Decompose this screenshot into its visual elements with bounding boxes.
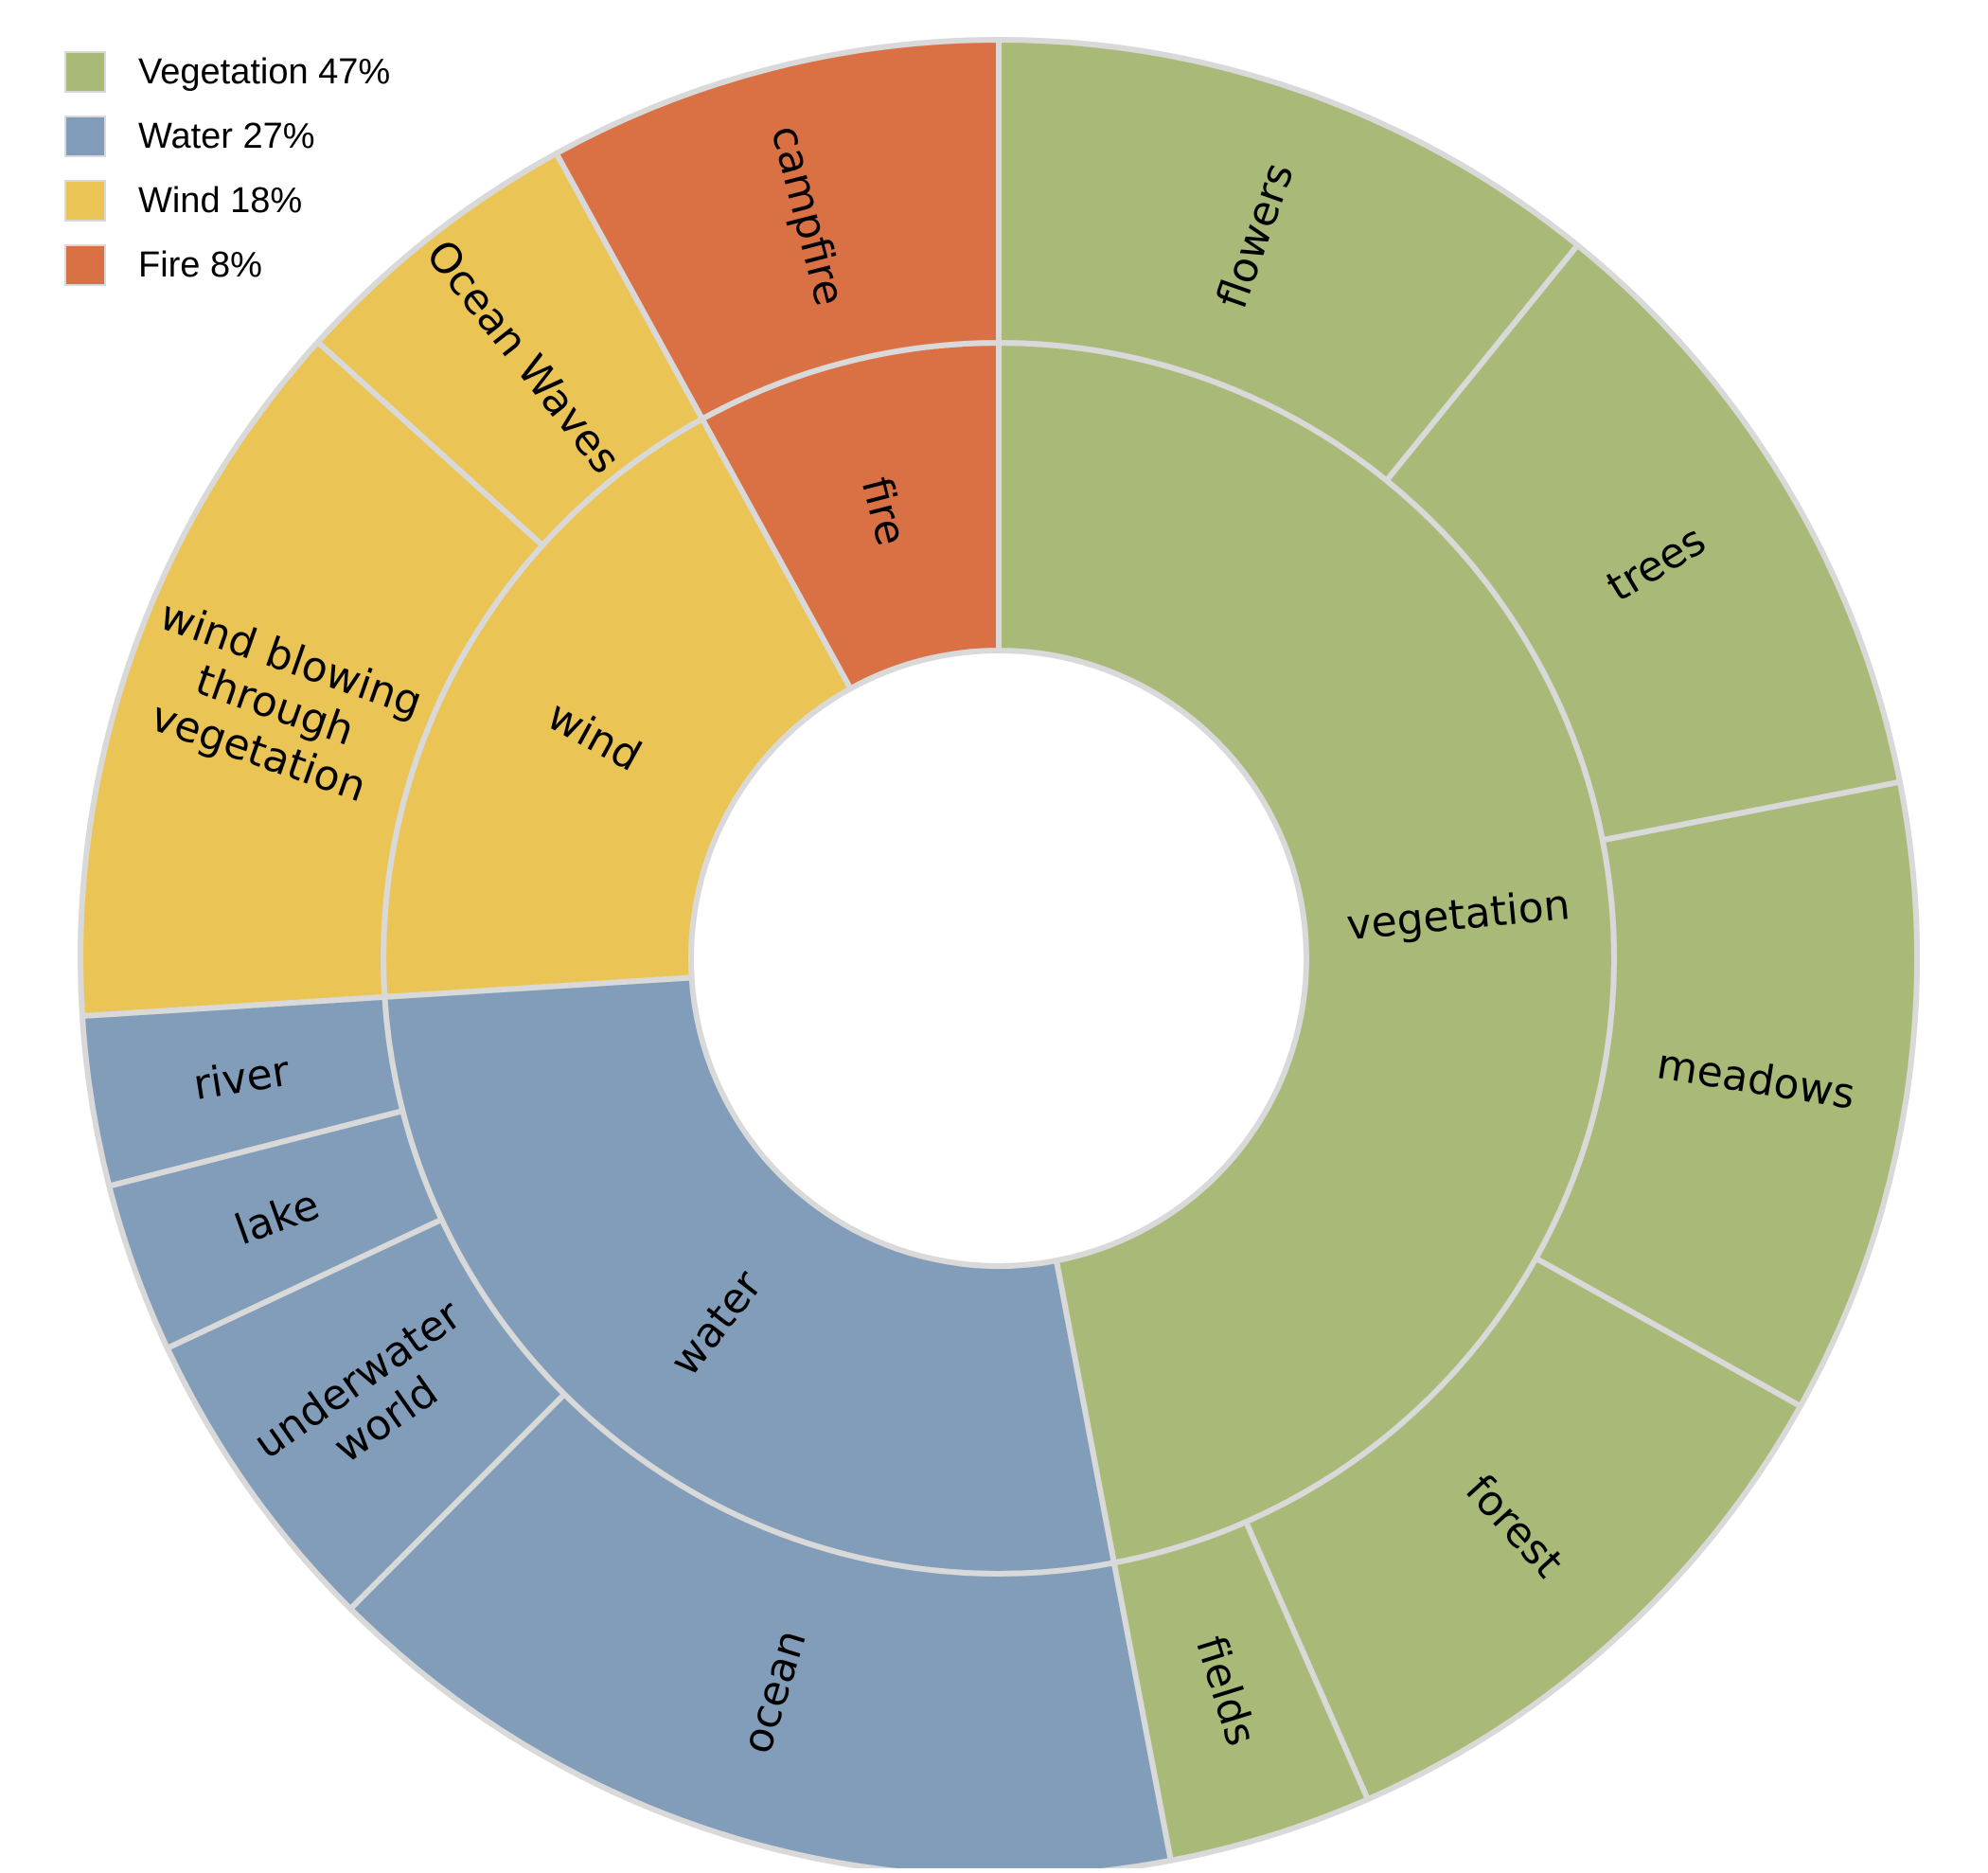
outer-segment-flowers <box>996 37 1581 484</box>
legend-label-wind: Wind 18% <box>138 180 303 221</box>
outer-segment-wind-blowing-through-vegetation <box>78 339 546 1019</box>
legend-item-fire: Fire 8% <box>64 233 390 297</box>
legend-label-fire: Fire 8% <box>138 244 262 285</box>
outer-segment-campfire <box>553 37 1002 422</box>
legend-swatch-fire <box>64 244 106 286</box>
legend-swatch-vegetation <box>64 51 106 93</box>
legend-label-vegetation: Vegetation 47% <box>138 51 391 92</box>
legend-swatch-water <box>64 116 106 157</box>
legend-swatch-wind <box>64 180 106 222</box>
outer-segment-forest <box>1243 1255 1803 1803</box>
legend-label-water: Water 27% <box>138 116 315 156</box>
legend-item-water: Water 27% <box>64 104 390 169</box>
outer-segment-meadows <box>1533 778 1920 1409</box>
legend-item-wind: Wind 18% <box>64 169 390 233</box>
legend: Vegetation 47% Water 27% Wind 18% Fire 8… <box>64 40 390 297</box>
legend-item-vegetation: Vegetation 47% <box>64 40 390 104</box>
